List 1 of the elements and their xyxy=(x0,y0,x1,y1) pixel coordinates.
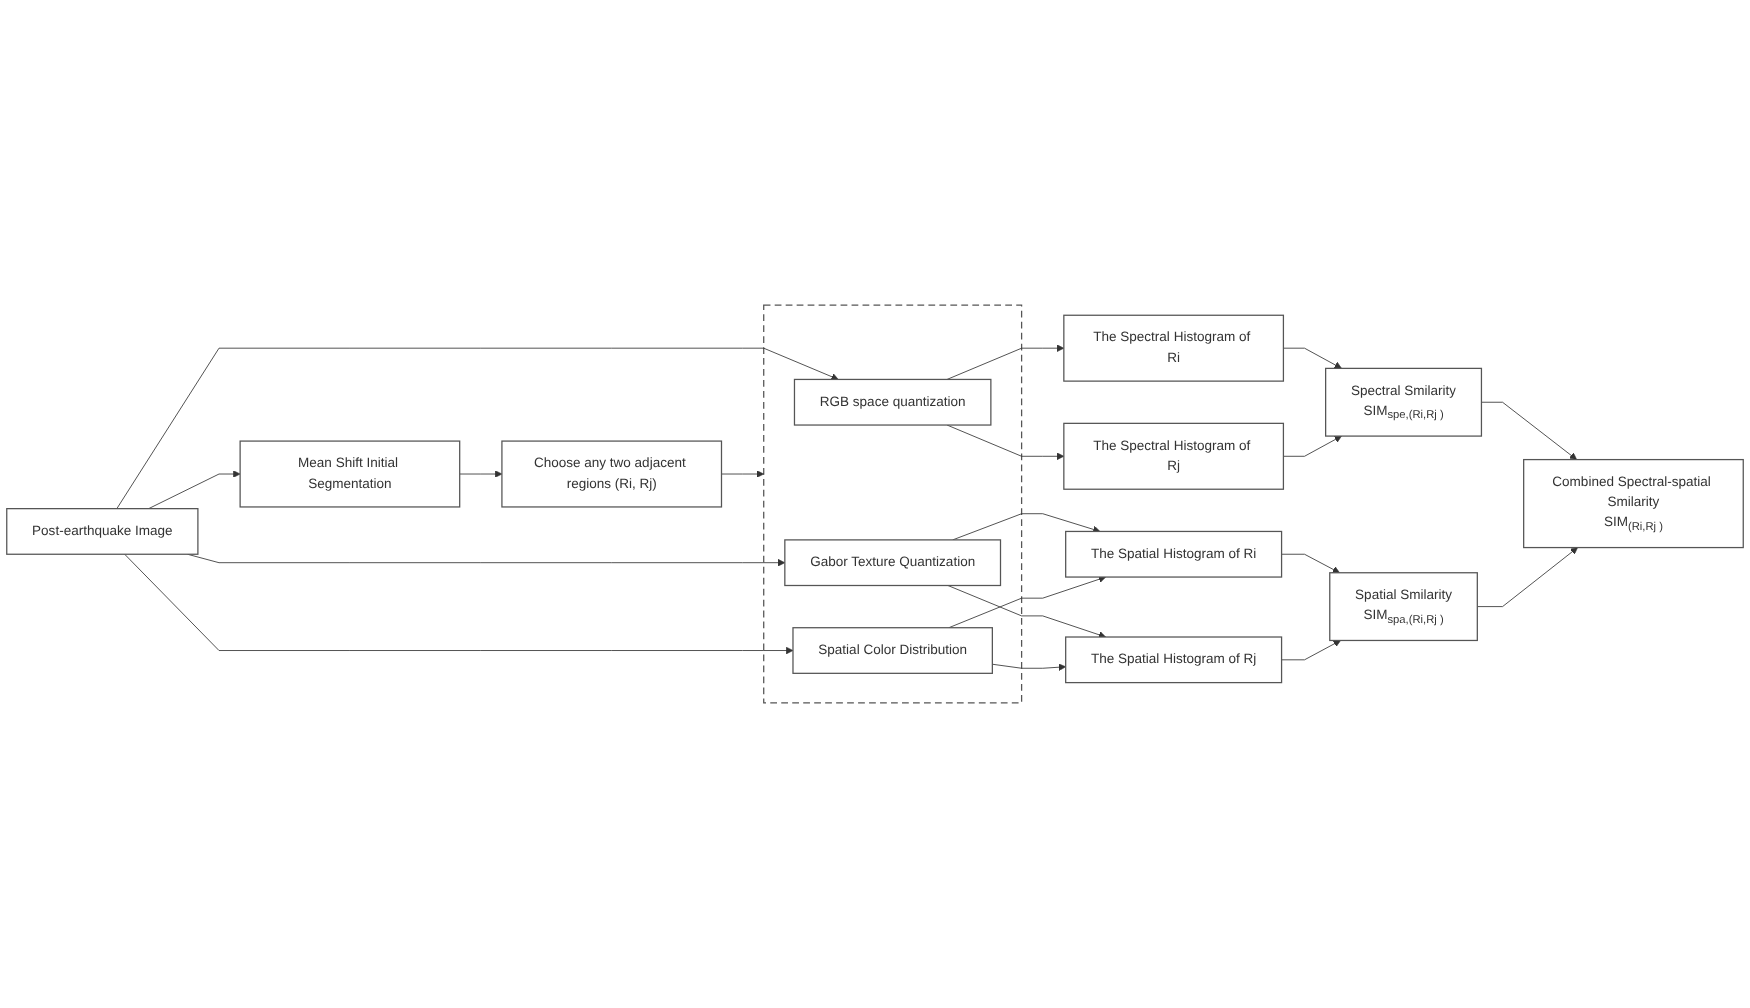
cluster xyxy=(763,304,1023,704)
